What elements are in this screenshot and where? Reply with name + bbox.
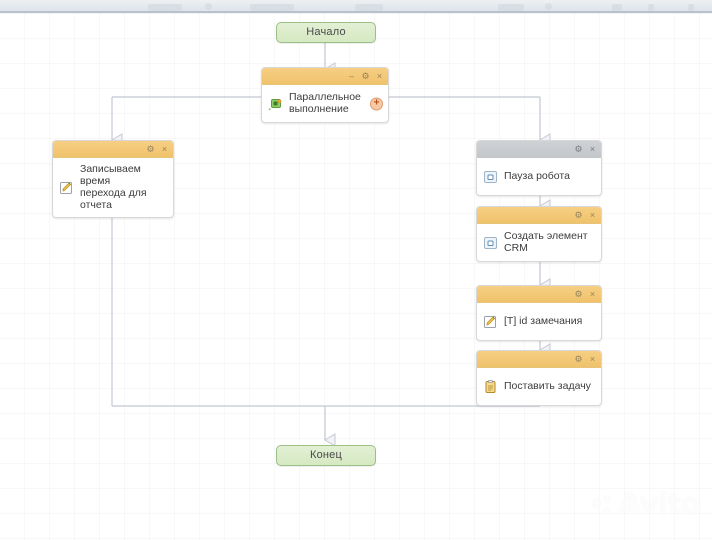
close-icon[interactable]: × <box>589 288 596 299</box>
node-remark-id[interactable]: ⚙ × [T] id замечания <box>476 285 602 341</box>
edit-pencil-icon <box>483 314 498 329</box>
toolbar-ghost-item[interactable] <box>688 4 694 11</box>
app-toolbar[interactable] <box>0 0 712 11</box>
avito-watermark-text: Avito <box>618 487 701 522</box>
node-body: Параллельное выполнение + <box>262 85 388 122</box>
node-record-time[interactable]: ⚙ × Записываем время перехода для отчета <box>52 140 174 218</box>
toolbar-ghost-item[interactable] <box>355 4 383 11</box>
node-header: ⚙ × <box>477 207 601 224</box>
toolbar-divider <box>0 11 712 13</box>
clipboard-task-icon <box>483 379 498 394</box>
gear-icon[interactable]: ⚙ <box>574 209 583 220</box>
node-header: ⚙ × <box>477 286 601 303</box>
gear-icon[interactable]: ⚙ <box>361 70 370 81</box>
node-end-label: Конец <box>309 449 343 461</box>
close-icon[interactable]: × <box>589 143 596 154</box>
close-icon[interactable]: × <box>161 143 168 154</box>
flow-canvas[interactable]: Начало – ⚙ × Параллельное выполнение <box>0 14 712 540</box>
node-body: Поставить задачу <box>477 368 601 405</box>
node-body: Создать элемент CRM <box>477 224 601 261</box>
node-start[interactable]: Начало <box>276 22 376 43</box>
toolbar-ghost-item[interactable] <box>648 4 654 11</box>
node-body: [T] id замечания <box>477 303 601 340</box>
node-set-task-label: Поставить задачу <box>504 380 591 392</box>
toolbar-ghost-item[interactable] <box>148 4 182 11</box>
close-icon[interactable]: × <box>589 209 596 220</box>
node-parallel-label: Параллельное выполнение <box>289 91 361 115</box>
node-set-task[interactable]: ⚙ × Поставить задачу <box>476 350 602 406</box>
plus-icon: + <box>373 97 380 108</box>
node-remark-id-label: [T] id замечания <box>504 315 583 327</box>
node-body: Пауза робота <box>477 158 601 195</box>
node-record-time-label: Записываем время перехода для отчета <box>80 163 147 211</box>
node-robot-pause[interactable]: ⚙ × Пауза робота <box>476 140 602 196</box>
node-header: ⚙ × <box>477 141 601 158</box>
toolbar-ghost-icon[interactable] <box>545 3 552 10</box>
avito-logo-icon <box>591 494 613 516</box>
gear-icon[interactable]: ⚙ <box>574 288 583 299</box>
node-parallel-execution[interactable]: – ⚙ × Параллельное выполнение + <box>261 67 389 123</box>
node-body: Записываем время перехода для отчета <box>53 158 173 217</box>
node-header: ⚙ × <box>53 141 173 158</box>
crm-square-icon <box>483 235 498 250</box>
node-create-crm-element-label: Создать элемент CRM <box>504 230 588 254</box>
add-branch-button[interactable]: + <box>370 97 383 110</box>
close-icon[interactable]: × <box>376 70 383 81</box>
minimize-icon[interactable]: – <box>348 70 354 81</box>
node-header: – ⚙ × <box>262 68 388 85</box>
gear-icon[interactable]: ⚙ <box>146 143 155 154</box>
node-header: ⚙ × <box>477 351 601 368</box>
node-end[interactable]: Конец <box>276 445 376 466</box>
close-icon[interactable]: × <box>589 353 596 364</box>
toolbar-ghost-item[interactable] <box>612 4 622 11</box>
gear-icon[interactable]: ⚙ <box>574 353 583 364</box>
edit-pencil-icon <box>59 180 74 195</box>
node-start-label: Начало <box>306 26 346 38</box>
node-create-crm-element[interactable]: ⚙ × Создать элемент CRM <box>476 206 602 262</box>
toolbar-divider-highlight <box>0 13 712 14</box>
gear-icon[interactable]: ⚙ <box>574 143 583 154</box>
toolbar-ghost-icon[interactable] <box>205 3 212 10</box>
parallel-branch-icon <box>268 96 283 111</box>
pause-square-icon <box>483 169 498 184</box>
toolbar-ghost-item[interactable] <box>498 4 524 11</box>
node-robot-pause-label: Пауза робота <box>504 170 570 182</box>
toolbar-ghost-item[interactable] <box>250 4 294 11</box>
avito-watermark: Avito <box>591 487 701 522</box>
